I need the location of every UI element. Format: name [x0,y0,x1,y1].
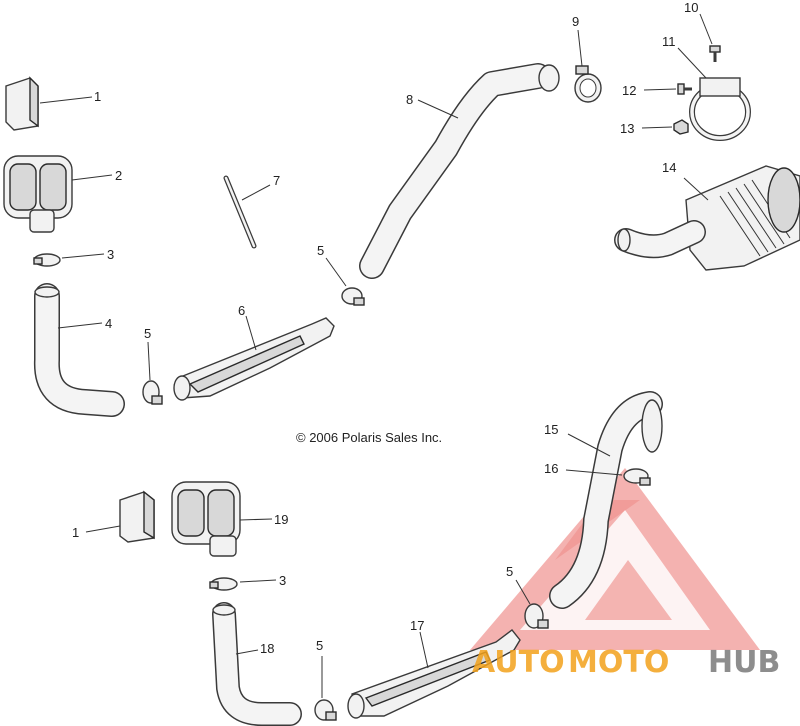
callout-14: 14 [662,160,676,175]
callout-1-top: 1 [94,89,101,104]
callout-3-top: 3 [107,247,114,262]
callout-1-bottom: 1 [72,525,79,540]
callout-15: 15 [544,422,558,437]
callout-11: 11 [662,34,676,49]
air-filter-assembly [614,165,800,271]
hose-clamp-b [341,287,365,306]
callout-5-b: 5 [317,243,324,258]
hose-clamp-top [33,253,61,267]
callout-6: 6 [238,303,245,318]
intake-duct-bottom [212,602,302,726]
hose-clamp-c [524,603,549,629]
nut-13 [673,119,689,135]
callout-16: 16 [544,461,558,476]
hose-clamp-a [142,380,163,405]
intake-duct [33,283,125,417]
hose-clamp-9 [574,65,602,103]
watermark-hub: HUB [708,645,780,680]
callout-4: 4 [105,316,112,331]
callout-5-d: 5 [316,638,323,653]
callout-3-bottom: 3 [279,573,286,588]
airbox-cover-bottom [171,481,241,557]
support-rod [223,175,257,249]
airbox-cover [3,155,73,233]
bolt-10 [709,45,721,62]
intake-duct-lower-middle [347,629,521,719]
hose-clamp-16 [623,468,651,486]
watermark-moto: MOTO [568,645,669,680]
watermark-text: AUTO MOTO HUB [472,645,780,680]
curved-intake-duct [549,391,663,609]
strap-clamp [689,77,751,141]
hose-clamp-bottom [209,577,238,591]
air-filter-foam-bottom [119,490,155,543]
callout-9: 9 [572,14,579,29]
callout-2: 2 [115,168,122,183]
callout-5-a: 5 [144,326,151,341]
bolt-12 [677,83,692,95]
callout-12: 12 [622,83,636,98]
callout-17: 17 [410,618,424,633]
callout-10: 10 [684,0,698,15]
callout-18: 18 [260,641,274,656]
long-intake-duct [359,63,560,279]
intake-duct-middle [173,317,335,401]
air-filter-foam-top [5,76,39,131]
watermark-logo [470,468,760,650]
hose-clamp-d [314,699,337,721]
watermark-auto: AUTO [472,645,565,680]
copyright-text: © 2006 Polaris Sales Inc. [296,430,442,445]
callout-8: 8 [406,92,413,107]
callout-7: 7 [273,173,280,188]
callout-5-c: 5 [506,564,513,579]
callout-19: 19 [274,512,288,527]
callout-13: 13 [620,121,634,136]
